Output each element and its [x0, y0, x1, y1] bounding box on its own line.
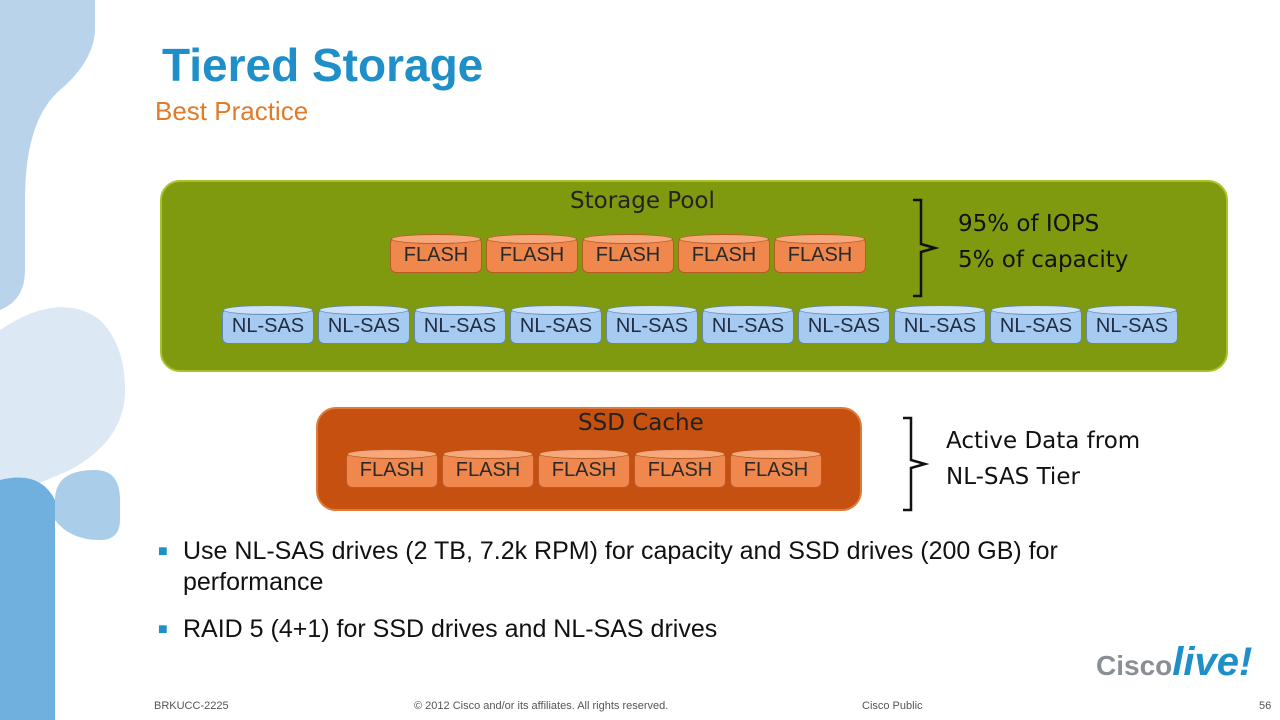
pool-flash-drive-label: FLASH	[595, 243, 661, 266]
pool-flash-drive-label: FLASH	[403, 243, 469, 266]
cache-flash-drive-label: FLASH	[455, 458, 521, 481]
pool-nlsas-drive-label: NL-SAS	[999, 314, 1073, 337]
cache-flash-drive-4: FLASH	[634, 449, 726, 488]
bullet-item-raid: ■ RAID 5 (4+1) for SSD drives and NL-SAS…	[158, 614, 1198, 645]
cache-flash-drive-label: FLASH	[743, 458, 809, 481]
copyright-notice: © 2012 Cisco and/or its affiliates. All …	[414, 700, 669, 712]
pool-nlsas-drive-4: NL-SAS	[510, 305, 602, 344]
cache-flash-drive-label: FLASH	[647, 458, 713, 481]
cache-flash-drive-5: FLASH	[730, 449, 822, 488]
bullet-item-drives: ■ Use NL-SAS drives (2 TB, 7.2k RPM) for…	[158, 536, 1198, 598]
pool-nlsas-drive-5: NL-SAS	[606, 305, 698, 344]
pool-flash-drive-4: FLASH	[678, 234, 770, 273]
cache-flash-drive-1: FLASH	[346, 449, 438, 488]
bullet-square-icon: ■	[158, 543, 168, 560]
ssd-cache-annotation: Active Data from NL-SAS Tier	[946, 423, 1140, 495]
bullet-text: RAID 5 (4+1) for SSD drives and NL-SAS d…	[183, 615, 718, 643]
pool-nlsas-drive-label: NL-SAS	[231, 314, 305, 337]
pool-flash-drive-5: FLASH	[774, 234, 866, 273]
page-title: Tiered Storage	[162, 39, 484, 91]
pool-nlsas-drive-3: NL-SAS	[414, 305, 506, 344]
pool-nlsas-drive-7: NL-SAS	[798, 305, 890, 344]
pool-nlsas-drive-6: NL-SAS	[702, 305, 794, 344]
active-data-annotation-line1: Active Data from	[946, 428, 1141, 454]
classification-label: Cisco Public	[862, 700, 923, 712]
cache-flash-drive-label: FLASH	[551, 458, 617, 481]
pool-nlsas-drive-label: NL-SAS	[519, 314, 593, 337]
bullet-text: Use NL-SAS drives (2 TB, 7.2k RPM) for c…	[183, 537, 1058, 596]
pool-nlsas-drive-label: NL-SAS	[711, 314, 785, 337]
iops-annotation: 95% of IOPS	[958, 211, 1100, 237]
pool-flash-drive-label: FLASH	[691, 243, 757, 266]
pool-nlsas-drive-9: NL-SAS	[990, 305, 1082, 344]
cisco-live-logo: Ciscolive!	[1096, 640, 1252, 685]
logo-brand: Cisco	[1096, 650, 1173, 681]
logo-event: live!	[1172, 640, 1253, 684]
pool-flash-drive-label: FLASH	[499, 243, 565, 266]
capacity-annotation: 5% of capacity	[958, 247, 1129, 273]
pool-nlsas-drive-label: NL-SAS	[903, 314, 977, 337]
storage-pool-title: Storage Pool	[570, 188, 715, 214]
page-subtitle: Best Practice	[155, 96, 309, 126]
pool-nlsas-drive-10: NL-SAS	[1086, 305, 1178, 344]
pool-nlsas-drive-label: NL-SAS	[1095, 314, 1169, 337]
pool-nlsas-drive-label: NL-SAS	[423, 314, 497, 337]
cache-flash-drive-label: FLASH	[359, 458, 425, 481]
page-number: 56	[1259, 700, 1272, 712]
storage-pool-annotation: 95% of IOPS 5% of capacity	[958, 206, 1128, 278]
pool-nlsas-drive-8: NL-SAS	[894, 305, 986, 344]
session-code: BRKUCC-2225	[154, 700, 229, 712]
storage-pool-brace	[913, 198, 940, 298]
pool-nlsas-drive-label: NL-SAS	[327, 314, 401, 337]
pool-nlsas-drive-label: NL-SAS	[807, 314, 881, 337]
bullet-square-icon: ■	[158, 621, 168, 638]
ssd-cache-brace	[903, 416, 930, 512]
pool-nlsas-drive-2: NL-SAS	[318, 305, 410, 344]
ssd-cache-title: SSD Cache	[578, 410, 704, 436]
cache-flash-drive-2: FLASH	[442, 449, 534, 488]
cache-flash-drive-3: FLASH	[538, 449, 630, 488]
pool-flash-drive-1: FLASH	[390, 234, 482, 273]
decorative-swoosh	[0, 0, 125, 720]
pool-nlsas-drive-label: NL-SAS	[615, 314, 689, 337]
pool-flash-drive-3: FLASH	[582, 234, 674, 273]
pool-nlsas-drive-1: NL-SAS	[222, 305, 314, 344]
pool-flash-drive-2: FLASH	[486, 234, 578, 273]
active-data-annotation-line2: NL-SAS Tier	[946, 464, 1080, 490]
pool-flash-drive-label: FLASH	[787, 243, 853, 266]
